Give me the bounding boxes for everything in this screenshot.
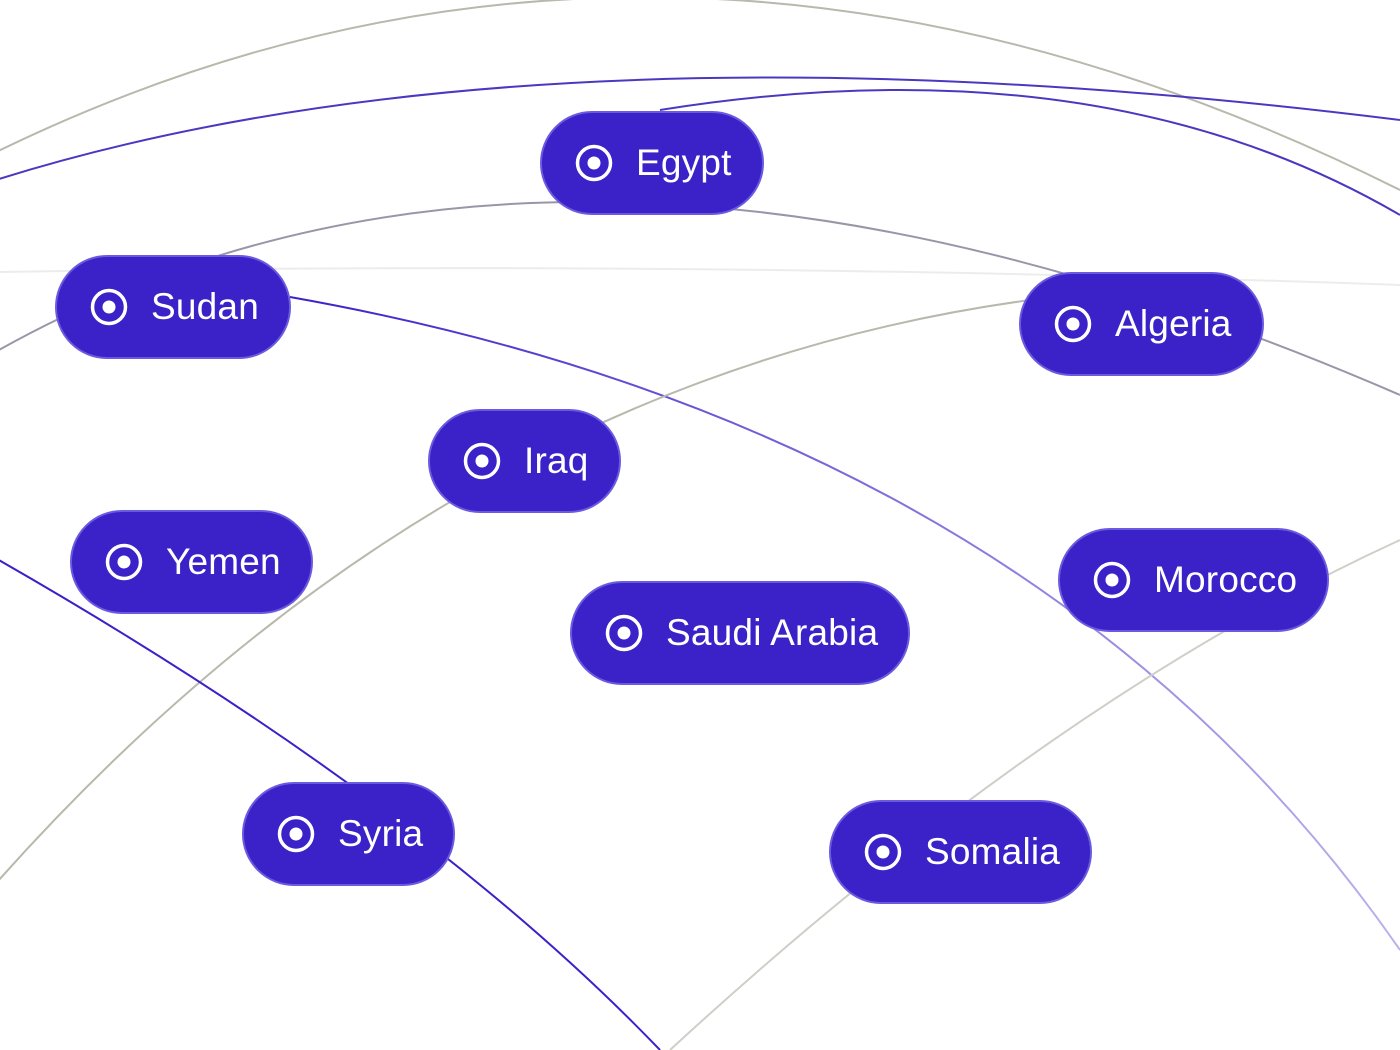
chip-saudi-arabia[interactable]: Saudi Arabia bbox=[570, 581, 911, 685]
radio-target-icon bbox=[605, 614, 643, 652]
chip-label: Saudi Arabia bbox=[666, 612, 879, 653]
chip-egypt[interactable]: Egypt bbox=[540, 111, 764, 215]
arc-grey-top bbox=[0, 0, 1400, 191]
chip-yemen[interactable]: Yemen bbox=[70, 510, 313, 614]
chip-label: Yemen bbox=[166, 541, 281, 582]
radio-target-icon bbox=[463, 442, 501, 480]
radio-target-icon bbox=[277, 815, 315, 853]
chip-label: Morocco bbox=[1154, 559, 1298, 600]
chip-label: Sudan bbox=[151, 286, 259, 327]
chip-label: Somalia bbox=[925, 831, 1061, 872]
chip-label: Iraq bbox=[524, 440, 589, 481]
chip-label: Algeria bbox=[1115, 303, 1232, 344]
chip-somalia[interactable]: Somalia bbox=[829, 800, 1093, 904]
chip-label: Syria bbox=[338, 813, 424, 854]
arc-purple-top-right bbox=[659, 89, 1400, 216]
arc-purple-top-left bbox=[0, 76, 1400, 180]
radio-target-icon bbox=[1093, 561, 1131, 599]
radio-target-icon bbox=[864, 833, 902, 871]
radio-target-icon bbox=[105, 543, 143, 581]
chip-algeria[interactable]: Algeria bbox=[1019, 272, 1264, 376]
radio-target-icon bbox=[575, 144, 613, 182]
arc-purple-sudan-bottom-right bbox=[289, 296, 1400, 951]
radio-target-icon bbox=[1054, 305, 1092, 343]
radio-target-icon bbox=[90, 288, 128, 326]
chip-morocco[interactable]: Morocco bbox=[1058, 528, 1330, 632]
chip-label: Egypt bbox=[636, 142, 732, 183]
chip-sudan[interactable]: Sudan bbox=[55, 255, 291, 359]
chip-syria[interactable]: Syria bbox=[242, 782, 456, 886]
chip-iraq[interactable]: Iraq bbox=[428, 409, 621, 513]
